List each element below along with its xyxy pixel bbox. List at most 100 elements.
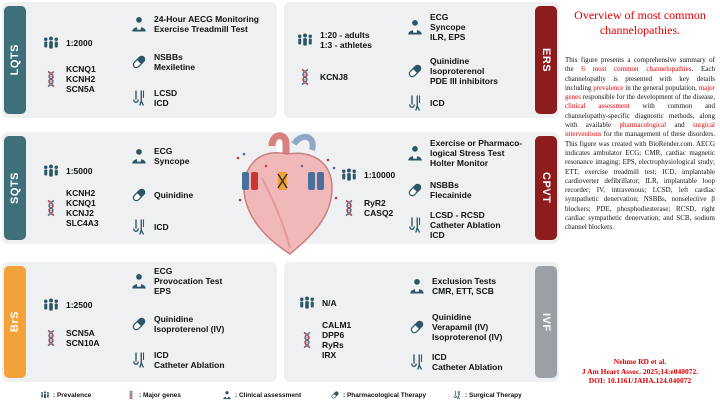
surgical-line: Catheter Ablation	[432, 362, 503, 372]
gene: CASQ2	[364, 208, 394, 218]
prevalence-value: 1:2500	[66, 300, 93, 310]
genes-row: KCNJ8	[296, 68, 348, 86]
prevalence-row: N/A	[298, 294, 337, 312]
legend-label: : Pharmacological Therapy	[343, 391, 427, 399]
surgical-line: ICD	[430, 98, 445, 108]
dna-icon	[126, 390, 136, 400]
figure-title: Overview of most common channelopathies.	[574, 8, 706, 37]
legend-surgical: : Surgical Therapy	[452, 390, 522, 400]
pharma-line: Quinidine	[154, 190, 194, 200]
clinical-line: ECG	[154, 266, 173, 276]
pharma-line: Verapamil (IV)	[432, 322, 489, 332]
clinical-line: logical Stress Test	[430, 148, 505, 158]
tab-ivf: IVF	[535, 266, 557, 378]
gene: DPP6	[322, 330, 345, 340]
clinician-icon	[406, 18, 424, 36]
tab-label: SQTS	[9, 172, 21, 204]
clinician-icon	[406, 144, 424, 162]
pill-icon	[406, 62, 424, 80]
pharma-line: Isoproterenol	[430, 66, 485, 76]
clinical-line: Provocation Test	[154, 276, 223, 286]
tab-sqts: SQTS	[4, 136, 26, 240]
gene: IRX	[322, 350, 337, 360]
gene: KCNJ8	[320, 72, 348, 82]
prevalence-row: 1:10000	[340, 166, 395, 184]
tab-label: CPVT	[540, 172, 552, 204]
citation: Nehme RD et al. J Am Heart Assoc. 2025;1…	[565, 357, 715, 386]
surgical-line: LCSD	[154, 88, 178, 98]
tab-cpvt: CPVT	[535, 136, 557, 240]
clinical-line: Exercise Treadmill Test	[154, 24, 248, 34]
clinical-line: Exclusion Tests	[432, 276, 497, 286]
gene: KCNH2	[66, 188, 96, 198]
surgical-tools-icon	[452, 390, 462, 400]
legend-prevalence: : Prevalence	[40, 390, 91, 400]
pharma-line: Quinidine	[154, 314, 194, 324]
pharma-line: Isoproterenol (IV)	[154, 324, 225, 334]
dna-icon	[340, 199, 358, 217]
prevalence-value: 1:10000	[364, 170, 396, 180]
clinician-icon	[222, 390, 232, 400]
surgical-line: ICD	[430, 230, 445, 240]
pharma-line: Quinidine	[432, 312, 472, 322]
pharma-row: Quinidine	[130, 186, 193, 204]
clinical-line: Exercise or Pharmaco-	[430, 138, 523, 148]
clinical-row: Exercise or Pharmaco-logical Stress Test…	[406, 138, 522, 168]
tab-label: IVF	[540, 312, 552, 332]
surgical-tools-icon	[406, 94, 424, 112]
prevalence-value: 1:5000	[66, 166, 93, 176]
pharma-line: Mexiletine	[154, 62, 196, 72]
surgical-tools-icon	[130, 351, 148, 369]
people-icon	[298, 294, 316, 312]
people-icon	[40, 390, 50, 400]
tab-lqts: LQTS	[4, 6, 26, 114]
surgical-line: ICD	[154, 222, 169, 232]
citation-line: DOI: 10.1161/JAHA.124.040072	[588, 376, 692, 385]
heart-illustration	[236, 132, 338, 255]
prevalence-row: 1:2500	[42, 296, 92, 314]
pill-icon	[330, 390, 340, 400]
prevalence-value: N/A	[322, 298, 337, 308]
dna-icon	[42, 199, 60, 217]
clinical-line: Syncope	[154, 156, 190, 166]
prevalence-value: 1:2000	[66, 38, 93, 48]
gene: KCNQ1	[66, 198, 96, 208]
pill-icon	[130, 53, 148, 71]
people-icon	[42, 162, 60, 180]
citation-line: J Am Heart Assoc. 2025;14:e040072.	[581, 366, 699, 376]
prevalence-value: 1:20 - adults	[320, 30, 370, 40]
legend-label: : Surgical Therapy	[465, 391, 522, 399]
clinician-icon	[130, 147, 148, 165]
prevalence-value: 1:3 - athletes	[320, 40, 372, 50]
clinician-icon	[130, 15, 148, 33]
gene: SCN5A	[66, 328, 95, 338]
pill-icon	[408, 318, 426, 336]
prevalence-row: 1:2000	[42, 34, 92, 52]
figure-description: This figure presents a comprehensive sum…	[565, 56, 715, 232]
clinical-line: 24-Hour AECG Monitoring	[154, 14, 259, 24]
surgical-line: ICD	[154, 350, 169, 360]
tab-label: ERS	[540, 47, 552, 73]
surgical-row: ICD	[130, 218, 169, 236]
dna-icon	[298, 331, 316, 349]
clinician-icon	[408, 277, 426, 295]
people-icon	[42, 296, 60, 314]
pharma-line: NSBBs	[430, 180, 459, 190]
clinical-line: Syncope	[430, 22, 466, 32]
surgical-tools-icon	[130, 89, 148, 107]
prevalence-row: 1:5000	[42, 162, 92, 180]
